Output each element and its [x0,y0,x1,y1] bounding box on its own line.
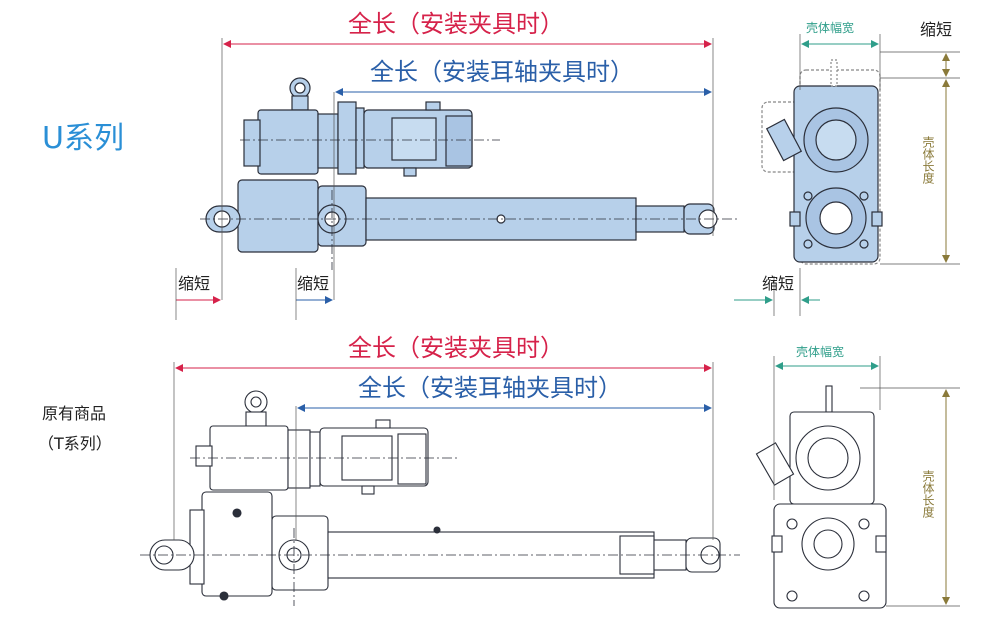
u-flange [337,101,357,175]
u-side-view [205,77,718,253]
u-end-view [761,59,883,265]
u-gearbox-lower [237,179,319,253]
u-housing-width-label: 壳体幅宽 [806,21,855,35]
t-series-title-line2: （T系列） [38,434,112,453]
u-series-title: U系列 [42,121,124,156]
u-gearbox-upper [257,109,319,175]
t-housing-length-label: 壳体长度 [921,470,935,518]
t-flange [287,429,311,489]
u-shortening-top-label: 缩短 [920,20,953,39]
u-end-dims [734,34,960,316]
t-centerlines [140,457,740,606]
t-dim-lines [173,362,714,540]
t-end-view [755,385,887,609]
t-side-view [149,390,721,601]
t-total-length-trunnion-label: 全长（安装耳轴夹具时） [358,374,622,402]
u-housing-length-label: 壳体长度 [921,136,935,184]
t-series-title-line1: 原有商品 [42,404,107,423]
u-shortening-right-label: 缩短 [762,274,795,293]
u-shortening-mid-label: 缩短 [297,274,330,293]
u-dim-lines [175,38,714,320]
t-gearbox-lower [201,491,273,597]
t-housing-width-label: 壳体幅宽 [796,345,845,359]
t-total-length-bracket-label: 全长（安装夹具时） [348,334,564,362]
u-total-length-trunnion-label: 全长（安装耳轴夹具时） [370,58,634,86]
t-end-dims [773,356,960,607]
u-total-length-bracket-label: 全长（安装夹具时） [348,10,564,38]
u-centerlines [200,139,740,270]
u-shortening-left-label: 缩短 [178,274,211,293]
